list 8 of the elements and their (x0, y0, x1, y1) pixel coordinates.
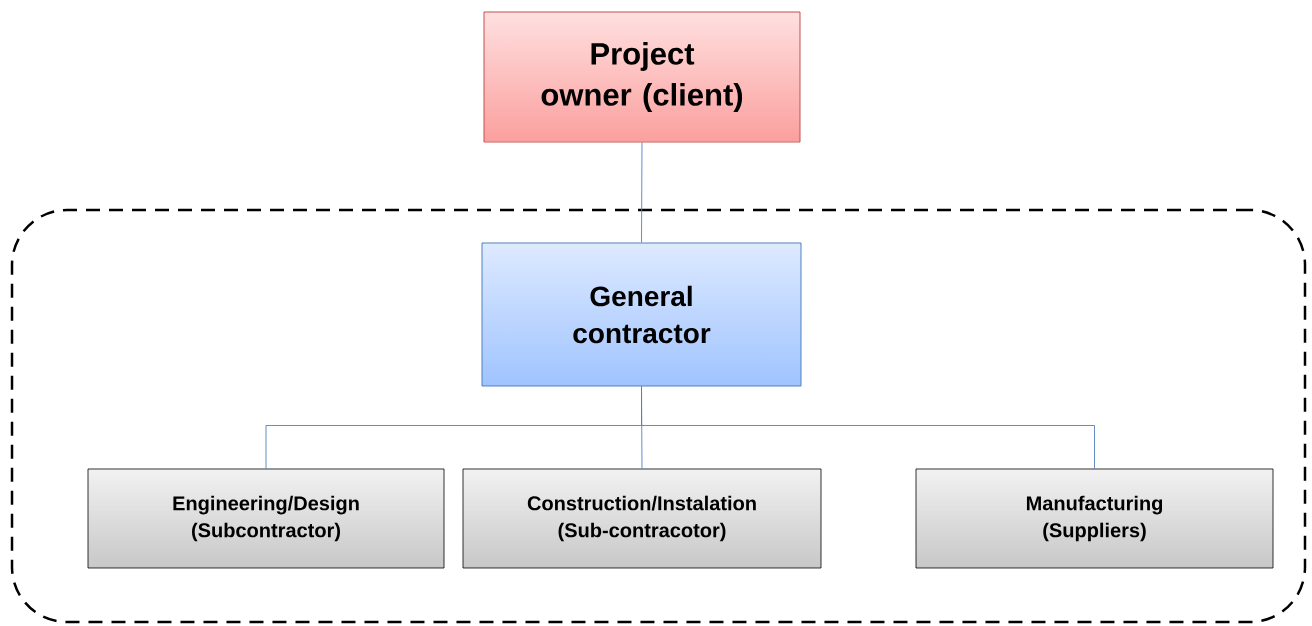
process-box: Manufacturing (Suppliers) (915, 468, 1274, 569)
connector-line (641, 142, 643, 243)
dashed-boundary (10, 208, 1307, 624)
connector-line (641, 386, 1095, 470)
process-box: Construction/Instalation (Sub-contracotor) (462, 468, 822, 569)
process-box: Engineering/Design (Subcontractor) (87, 468, 445, 569)
process-box: General contractor (481, 242, 802, 387)
process-box: Project owner (client) (483, 11, 801, 143)
